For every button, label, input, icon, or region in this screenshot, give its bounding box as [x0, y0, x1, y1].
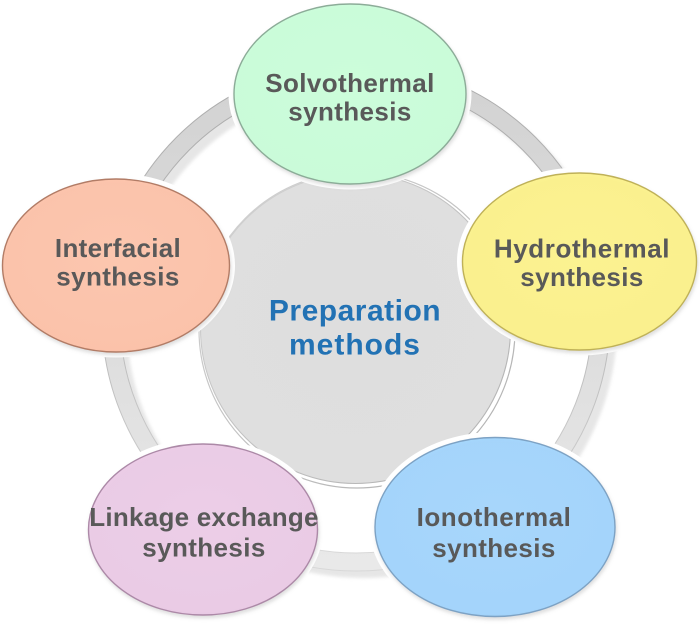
svg-text:Linkage exchange: Linkage exchange	[89, 502, 318, 532]
svg-text:Solvothermal: Solvothermal	[265, 68, 435, 98]
svg-text:synthesis: synthesis	[432, 533, 556, 563]
svg-text:synthesis: synthesis	[142, 533, 266, 563]
svg-text:Interfacial: Interfacial	[55, 233, 181, 263]
svg-text:Preparation: Preparation	[269, 295, 441, 328]
svg-text:synthesis: synthesis	[520, 262, 644, 292]
svg-text:synthesis: synthesis	[288, 97, 412, 127]
svg-text:synthesis: synthesis	[56, 262, 180, 292]
svg-text:Hydrothermal: Hydrothermal	[494, 234, 670, 264]
svg-text:Ionothermal: Ionothermal	[417, 502, 572, 532]
svg-text:methods: methods	[289, 329, 421, 362]
